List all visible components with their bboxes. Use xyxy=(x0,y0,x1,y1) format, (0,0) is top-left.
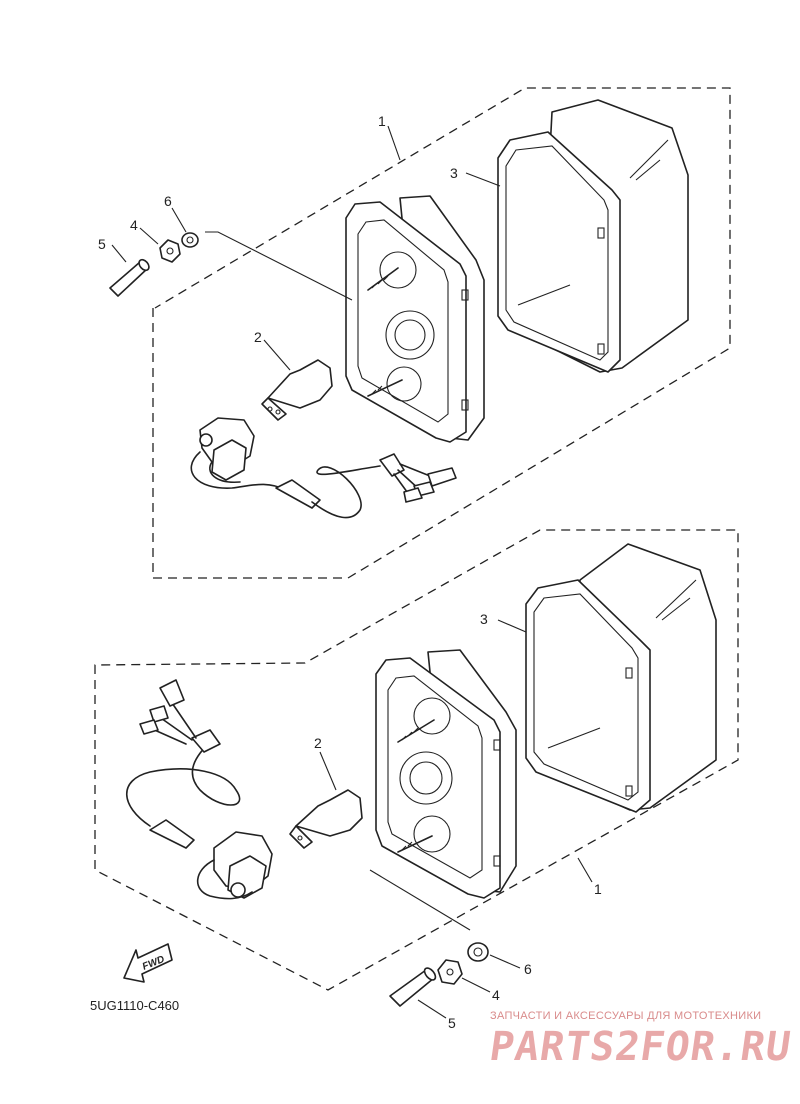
bottom-callout-1: 1 xyxy=(594,881,602,897)
bottom-lens-cover xyxy=(525,543,717,813)
top-callout-5: 5 xyxy=(98,236,106,252)
top-lens-cover xyxy=(497,99,689,373)
top-callout-3: 3 xyxy=(450,165,458,181)
bottom-hardware-leader xyxy=(369,869,471,931)
top-assembly-boundary xyxy=(152,87,731,579)
fwd-arrow-icon: FWD xyxy=(123,943,173,983)
top-callout-4: 4 xyxy=(130,217,138,233)
watermark-logo: PARTS2FOR.RU xyxy=(486,1024,795,1070)
bottom-assembly-boundary xyxy=(94,529,739,991)
top-callout-2: 2 xyxy=(254,329,262,345)
top-housing xyxy=(345,195,485,443)
bottom-callout-6: 6 xyxy=(524,961,532,977)
watermark-subtitle: ЗАПЧАСТИ И АКСЕССУАРЫ ДЛЯ МОТОТЕХНИКИ xyxy=(490,1010,762,1022)
diagram-code: 5UG1110-C460 xyxy=(90,998,179,1013)
top-hardware-leader xyxy=(205,231,353,301)
bottom-callout-4: 4 xyxy=(492,987,500,1003)
bottom-nut xyxy=(437,959,463,985)
bottom-washer xyxy=(467,942,489,962)
top-socket-harness xyxy=(190,417,457,519)
bottom-callout-3: 3 xyxy=(480,611,488,627)
bottom-spacer xyxy=(389,967,437,1007)
top-bulb xyxy=(261,359,333,421)
top-nut xyxy=(159,239,181,263)
top-callout-6: 6 xyxy=(164,193,172,209)
bottom-socket-harness xyxy=(125,679,273,900)
top-washer xyxy=(181,232,199,248)
top-assembly: 1 3 2 4 5 6 xyxy=(98,87,731,579)
top-callout-1: 1 xyxy=(378,113,386,129)
bottom-assembly: FWD 3 2 1 6 4 5 xyxy=(94,529,739,1031)
bottom-callout-2: 2 xyxy=(314,735,322,751)
bottom-housing xyxy=(375,649,517,899)
top-spacer xyxy=(109,258,150,297)
bottom-bulb xyxy=(289,789,363,849)
bottom-callout-5: 5 xyxy=(448,1015,456,1031)
